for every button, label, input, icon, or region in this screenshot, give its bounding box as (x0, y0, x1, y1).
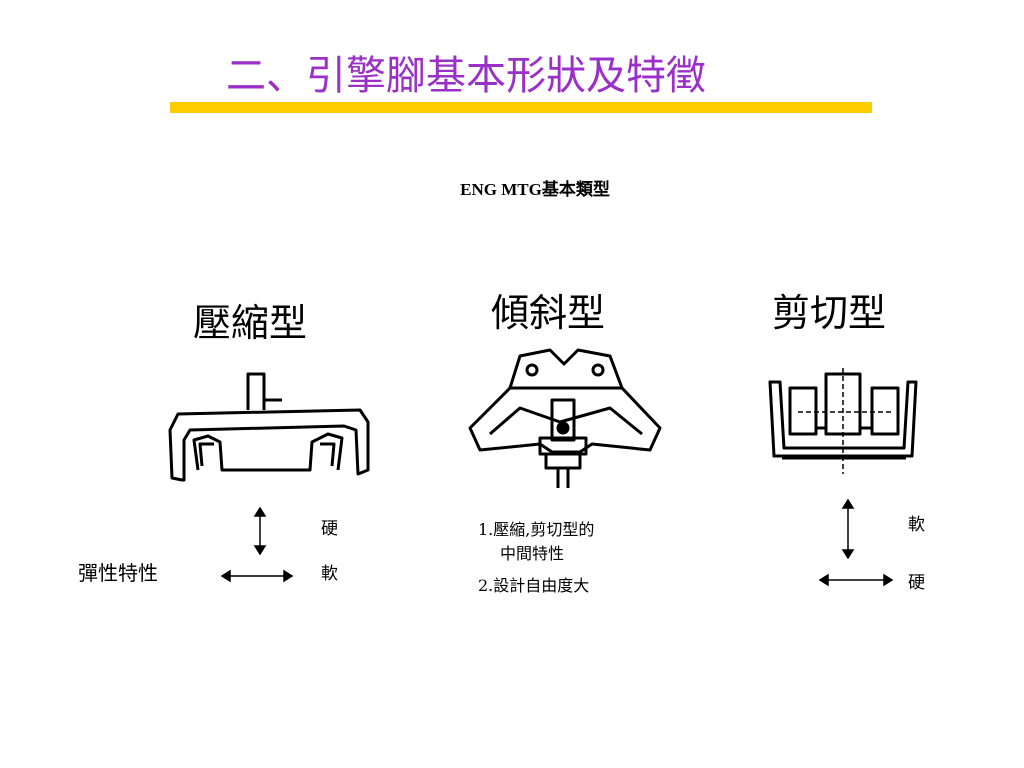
compression-mount-diagram (168, 372, 370, 482)
slide-title: 二、引擎腳基本形狀及特徵 (226, 53, 706, 99)
compression-horizontal-label: 軟 (321, 564, 338, 584)
tilt-type-label: 傾斜型 (491, 291, 606, 335)
shear-type-label: 剪切型 (772, 291, 887, 335)
compression-vertical-label: 硬 (321, 519, 338, 539)
shear-horizontal-arrow (818, 573, 894, 587)
tilt-note-2: 2.設計自由度大 (478, 576, 590, 595)
slide-subtitle: ENG MTG基本類型 (460, 180, 610, 199)
shear-vertical-arrow (841, 498, 855, 560)
compression-horizontal-arrow (220, 569, 294, 583)
elastic-characteristic-label: 彈性特性 (78, 561, 158, 585)
shear-mount-diagram (768, 368, 918, 474)
compression-type-label: 壓縮型 (193, 301, 308, 345)
tilt-note-1-continued: 中間特性 (500, 544, 565, 563)
shear-horizontal-label: 硬 (908, 573, 925, 593)
tilt-note-1: 1.壓縮,剪切型的 (478, 520, 595, 539)
compression-vertical-arrow (253, 506, 267, 556)
title-underline-bar (170, 102, 872, 113)
shear-vertical-label: 軟 (908, 515, 925, 535)
tilt-mount-diagram (468, 348, 662, 488)
